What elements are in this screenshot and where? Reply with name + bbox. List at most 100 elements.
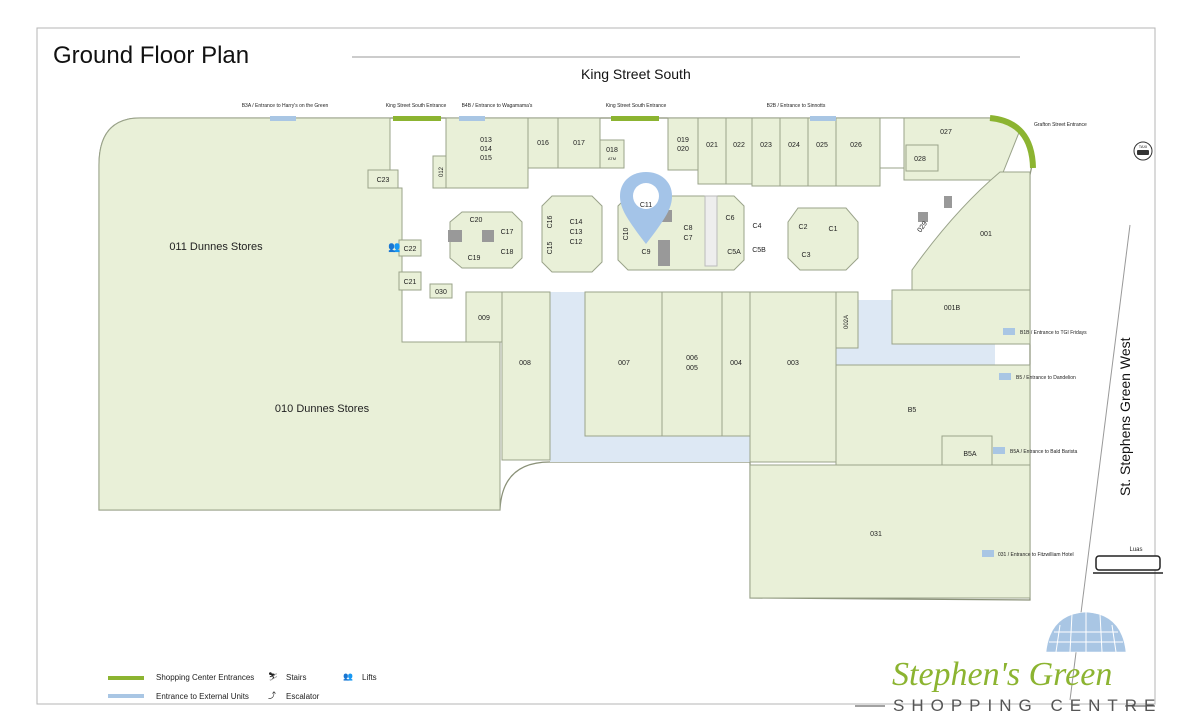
label-c23: C23 [377, 177, 390, 184]
unit-019-020[interactable] [667, 117, 699, 171]
unit-018[interactable] [599, 139, 625, 169]
escalator-block [658, 240, 670, 266]
label-c20: C20 [470, 217, 483, 224]
unit-009[interactable] [465, 291, 503, 343]
label-010: 010 Dunnes Stores [275, 403, 370, 415]
lift-icon: 👥 [388, 242, 400, 253]
label-019: 019 [677, 137, 689, 144]
entrance-b5 [999, 373, 1011, 380]
unit-b5a[interactable] [941, 435, 993, 467]
unit-c12-c16[interactable] [541, 195, 603, 273]
legend-swatch-blue [108, 694, 144, 698]
label-009: 009 [478, 315, 490, 322]
label-b5: B5 [908, 407, 917, 414]
unit-031[interactable] [749, 464, 1031, 599]
void-area-east [836, 300, 995, 365]
label-026: 026 [850, 142, 862, 149]
unit-016[interactable] [527, 117, 559, 169]
label-c12: C12 [570, 239, 583, 246]
stairs-kiosk [704, 195, 718, 267]
escalator-block [944, 196, 952, 208]
label-entrance-bald: B5A / Entrance to Bald Barista [1010, 449, 1077, 455]
label-c5a: C5A [727, 249, 741, 256]
unit-023[interactable] [751, 117, 781, 187]
label-entrance-tgi: B1B / Entrance to TGI Fridays [1020, 330, 1087, 336]
unit-008[interactable] [501, 291, 551, 461]
label-c10: C10 [623, 227, 630, 240]
label-006: 006 [686, 355, 698, 362]
label-entrance-king-2: King Street South Entrance [606, 103, 667, 109]
label-c5b: C5B [752, 247, 766, 254]
grafton-entrance-arc [989, 115, 1036, 169]
legend-label-lifts: Lifts [362, 673, 377, 682]
legend-label-external: Entrance to External Units [156, 692, 249, 701]
unit-c1-c3[interactable] [787, 207, 859, 271]
legend-label-stairs: Stairs [286, 673, 307, 682]
entrance-b5a [993, 447, 1005, 454]
label-c22: C22 [404, 246, 417, 253]
label-017: 017 [573, 140, 585, 147]
label-c8: C8 [684, 225, 693, 232]
entrance-031 [982, 550, 994, 557]
escalator-block [918, 212, 928, 222]
unit-022[interactable] [725, 117, 753, 185]
entrance-b2b [810, 116, 836, 121]
label-b5a: B5A [963, 451, 977, 458]
unit-001b[interactable] [891, 289, 1031, 345]
label-c2: C2 [799, 224, 808, 231]
label-007: 007 [618, 360, 630, 367]
label-024: 024 [788, 142, 800, 149]
unit-028[interactable] [905, 144, 939, 172]
label-c6: C6 [726, 215, 735, 222]
label-003: 003 [787, 360, 799, 367]
label-014: 014 [480, 146, 492, 153]
page-title: Ground Floor Plan [53, 42, 250, 69]
label-013: 013 [480, 137, 492, 144]
logo-name: Stephen's Green [892, 656, 1113, 693]
label-c11: C11 [640, 202, 652, 209]
unit-026[interactable] [835, 117, 881, 187]
label-002a: 002A [844, 315, 850, 329]
escalator-icon: ⤴ [268, 691, 276, 700]
legend-label-escalator: Escalator [286, 692, 320, 701]
label-c4: C4 [753, 223, 762, 230]
unit-dunnes[interactable] [98, 117, 501, 511]
label-c14: C14 [570, 219, 583, 226]
unit-c23[interactable] [367, 169, 399, 189]
unit-003[interactable] [749, 291, 837, 463]
label-c3: C3 [802, 252, 811, 259]
label-022: 022 [733, 142, 745, 149]
unit-013-015[interactable] [445, 117, 529, 189]
label-004: 004 [730, 360, 742, 367]
unit-025[interactable] [807, 117, 837, 187]
unit-007[interactable] [584, 291, 663, 437]
label-015: 015 [480, 155, 492, 162]
unit-024[interactable] [779, 117, 809, 187]
unit-021[interactable] [697, 117, 727, 185]
label-atm: ATM [608, 156, 616, 161]
label-011: 011 Dunnes Stores [169, 241, 263, 253]
location-marker-icon [620, 172, 672, 244]
label-c21: C21 [404, 279, 417, 286]
unit-c21[interactable] [398, 271, 422, 291]
label-entrance-b4b: B4B / Entrance to Wagamama's [462, 103, 533, 109]
label-c19: C19 [468, 255, 481, 262]
label-030: 030 [435, 289, 447, 296]
unit-030[interactable] [429, 283, 453, 299]
label-025: 025 [816, 142, 828, 149]
street-east: St. Stephens Green West [1117, 337, 1133, 497]
label-c15: C15 [547, 241, 554, 254]
escalator-block [448, 230, 462, 242]
unit-004[interactable] [721, 291, 751, 437]
stairs-icon: ⛷ [268, 672, 279, 681]
page-frame [36, 27, 1156, 705]
unit-005-006[interactable] [661, 291, 723, 437]
label-001b: 001B [944, 305, 961, 312]
label-016: 016 [537, 140, 549, 147]
label-005: 005 [686, 365, 698, 372]
stairs-north [879, 117, 905, 169]
entrance-b3a [270, 116, 296, 121]
entrance-b4b [459, 116, 485, 121]
unit-c22[interactable] [398, 239, 422, 257]
label-c13: C13 [570, 229, 583, 236]
